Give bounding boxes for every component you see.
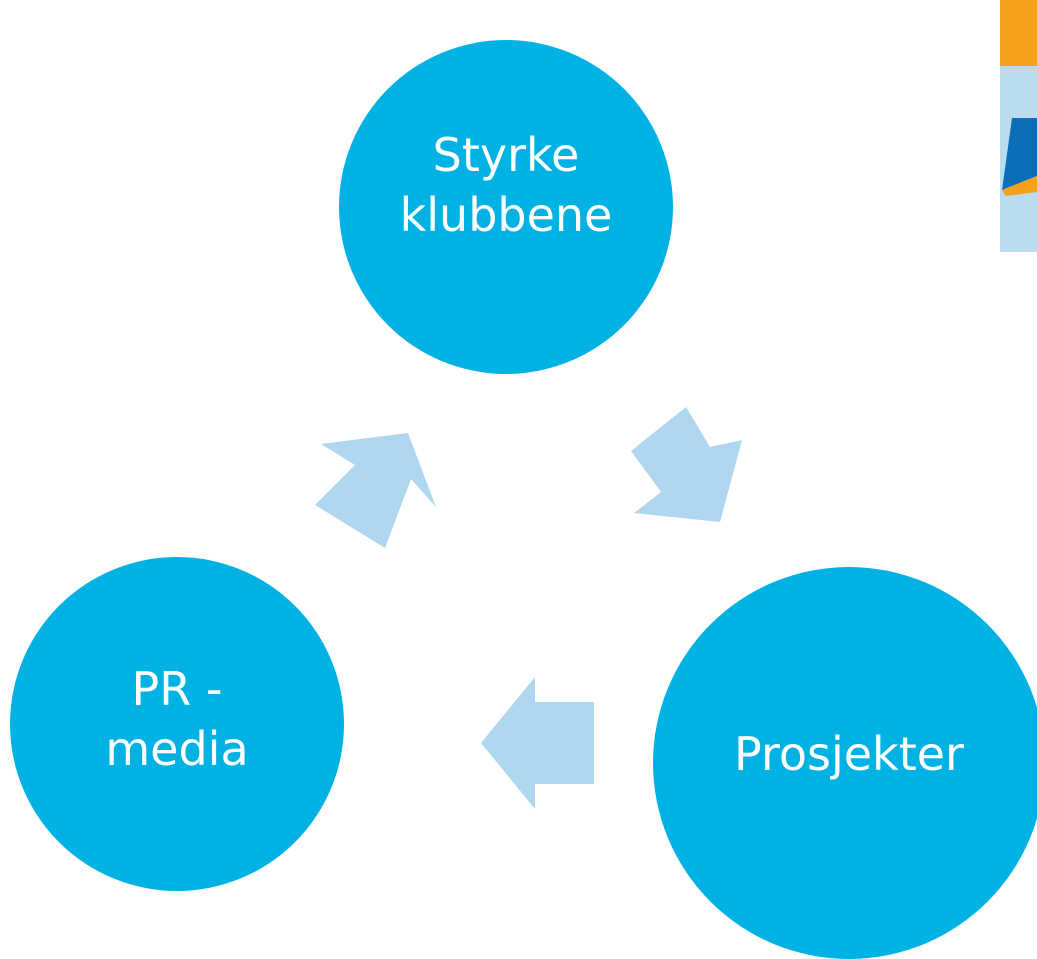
arrow-right-to-left — [481, 677, 594, 809]
arrow-top-to-right — [631, 407, 742, 522]
node-top-line2: klubbene — [399, 188, 613, 242]
node-left-label: PR - media — [105, 659, 248, 779]
node-pr-media: PR - media — [10, 557, 344, 891]
node-prosjekter: Prosjekter — [653, 567, 1037, 959]
node-right-label: Prosjekter — [734, 724, 964, 784]
node-left-line2: media — [105, 722, 249, 776]
node-styrke-klubbene: Styrke klubbene — [339, 40, 673, 374]
arrow-left-to-top — [315, 433, 436, 548]
node-top-line1: Styrke — [432, 128, 580, 182]
partial-logo-icon — [1000, 0, 1037, 252]
node-top-label: Styrke klubbene — [400, 125, 613, 245]
node-right-line1: Prosjekter — [734, 727, 964, 781]
node-left-line1: PR - — [131, 662, 223, 716]
